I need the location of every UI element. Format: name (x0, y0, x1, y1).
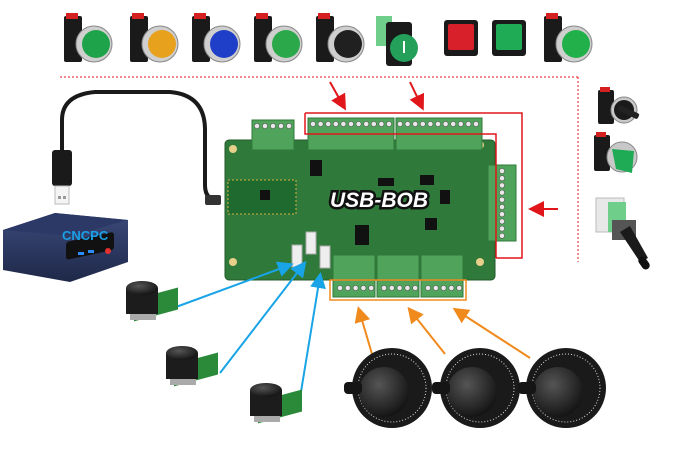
usb-bob-board: USB-BOB (224, 117, 517, 298)
terminal-screw (310, 121, 316, 127)
terminal-screw (499, 182, 505, 189)
terminal-screw (457, 121, 464, 127)
usb-c-plug (205, 195, 221, 205)
usb-cable (60, 90, 219, 202)
arrow-buttons-2 (409, 81, 425, 111)
arrow-buttons-1 (329, 81, 346, 111)
terminal-screw (404, 285, 411, 291)
terminal-screw (368, 285, 375, 291)
wire-handwheel-1 (354, 306, 373, 355)
terminal-screw (448, 285, 455, 291)
encoder-group (126, 281, 302, 424)
terminal-screw (442, 121, 449, 127)
terminal-screw (370, 121, 377, 127)
terminal-screw (499, 218, 505, 225)
pc-label: CNCPC (62, 228, 109, 243)
wire-handwheel-2 (407, 306, 446, 355)
terminal-screw (396, 285, 403, 291)
terminal-screw (499, 204, 505, 210)
terminal-screw (286, 123, 292, 129)
terminal-screw (404, 121, 411, 127)
wire-encoder-3 (297, 272, 326, 411)
handwheel-2 (432, 348, 520, 428)
terminal-screw (381, 285, 387, 291)
terminal-screw (348, 121, 354, 127)
encoder-1 (126, 281, 178, 322)
terminal-screw (440, 285, 447, 291)
terminal-screw (262, 123, 268, 129)
amber-illuminated-pushbutton (130, 13, 179, 63)
terminal-screw (337, 285, 343, 291)
joystick (595, 197, 650, 270)
terminal-screw (435, 121, 441, 127)
terminal-screw (412, 121, 419, 127)
green-illuminated-selector-switch (594, 132, 638, 173)
terminal-screw (332, 121, 339, 127)
encoder-connector-1 (291, 244, 303, 268)
wire-encoder-2 (219, 260, 307, 374)
terminal-screw (499, 232, 505, 239)
terminal-screw (340, 121, 347, 127)
black-flush-pushbutton (316, 13, 365, 63)
green-illuminated-pushbutton (64, 13, 113, 63)
terminal-screw (499, 168, 505, 174)
green-start-pushbutton (376, 16, 418, 66)
terminal-screw (425, 285, 431, 291)
usb-plug-icon (52, 150, 72, 205)
wire-handwheel-3 (452, 307, 531, 359)
terminal-screw (254, 123, 260, 129)
encoder-connector-3 (319, 245, 331, 269)
terminal-screw (352, 285, 359, 291)
encoder-3 (250, 383, 302, 424)
terminal-screw (378, 121, 385, 127)
green-pilot-light (544, 13, 593, 63)
blue-illuminated-pushbutton (192, 13, 241, 63)
handwheel-1 (344, 348, 432, 428)
mini-pc: CNCPC (3, 213, 128, 282)
terminal-screw (360, 285, 367, 291)
terminal-screw (344, 285, 351, 291)
green-flush-pushbutton (254, 13, 303, 63)
black-selector-switch (598, 87, 640, 124)
red-square-pushbutton (444, 20, 478, 56)
handwheel-input-outline (329, 279, 467, 301)
terminal-screw (363, 121, 370, 127)
terminal-screw (499, 225, 505, 232)
handwheel-group (344, 348, 606, 428)
encoder-connector-2 (305, 231, 317, 255)
terminal-screw (317, 121, 324, 127)
terminal-screw (427, 121, 434, 127)
terminal-screw (355, 121, 362, 127)
button-input-outline-inner (304, 113, 497, 258)
terminal-screws (254, 121, 505, 291)
terminal-screw (499, 189, 505, 196)
button-input-outline (305, 112, 523, 259)
wire-encoder-1 (175, 261, 294, 308)
handwheel-3 (518, 348, 606, 428)
terminal-screw (473, 121, 479, 127)
terminal-screw (450, 121, 457, 127)
terminal-screw (432, 285, 439, 291)
terminal-screw (386, 121, 392, 127)
terminal-screw (397, 121, 403, 127)
terminal-screw (499, 196, 505, 203)
top-button-row (64, 13, 593, 66)
terminal-screw (388, 285, 395, 291)
terminal-screw (325, 121, 332, 127)
terminal-screw (465, 121, 472, 127)
terminal-screw (412, 285, 419, 291)
encoder-2 (166, 346, 218, 387)
board-label: USB-BOB (330, 189, 428, 212)
terminal-screw (419, 121, 426, 127)
terminal-screw (499, 211, 505, 218)
terminal-screw (499, 175, 505, 182)
terminal-screw (278, 123, 284, 129)
terminal-screw (456, 285, 463, 291)
green-square-pushbutton (492, 20, 526, 56)
terminal-screw (270, 123, 276, 129)
